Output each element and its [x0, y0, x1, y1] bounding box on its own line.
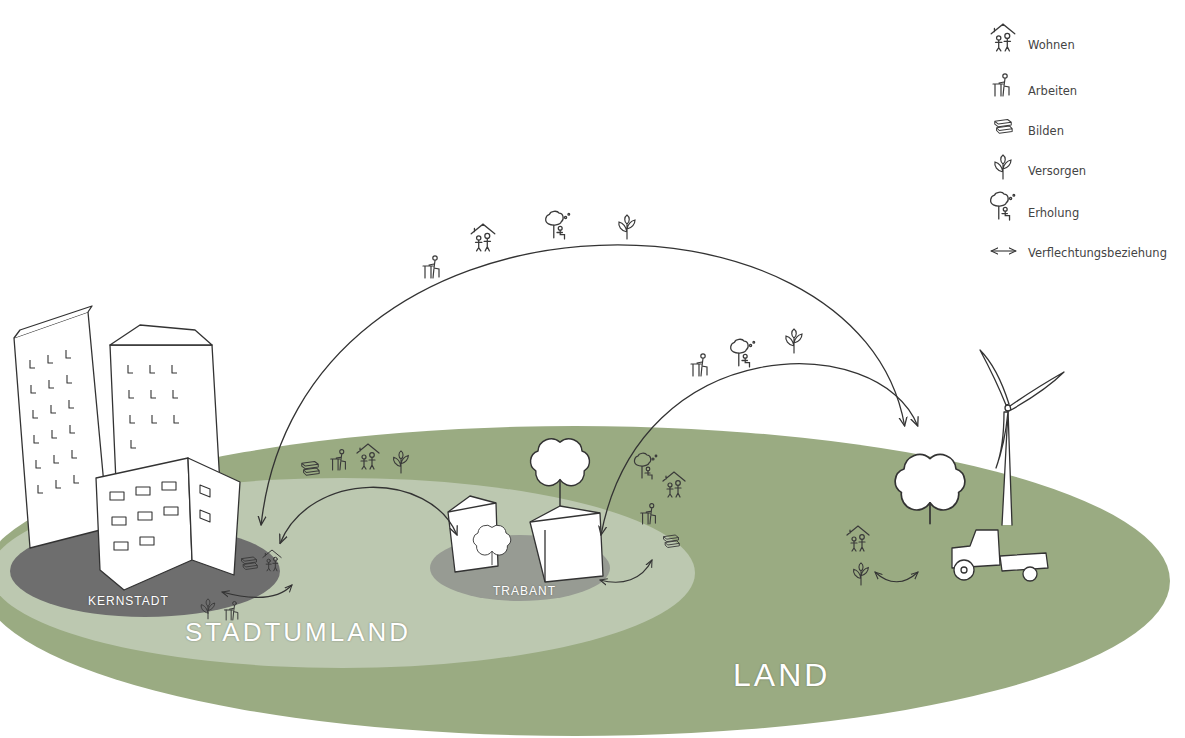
legend-entry: Erholung [1028, 204, 1079, 221]
region-label: KERNSTADT [88, 594, 169, 608]
kernstadt-area: KERNSTADT [10, 525, 280, 617]
legend-label: Verflechtungsbeziehung [1028, 247, 1167, 261]
legend-icons [991, 24, 1016, 251]
legend-entry: Verflechtungsbeziehung [1028, 244, 1167, 261]
region-fill [430, 535, 610, 601]
region-fill [0, 478, 695, 668]
legend-entry: Wohnen [1028, 36, 1075, 53]
region-outline [0, 426, 1170, 736]
legend-label: Wohnen [1028, 39, 1075, 53]
legend-label: Erholung [1028, 207, 1079, 221]
legend-label: Bilden [1028, 125, 1064, 139]
legend-entry: Bilden [1028, 122, 1064, 139]
legend-label: Versorgen [1028, 165, 1086, 179]
region-label: STADTUMLAND [185, 617, 411, 648]
region-label: LAND [733, 656, 830, 694]
region-fill [0, 426, 1170, 736]
stadtumland-region: STADTUMLAND KERNSTADT TRABANT [0, 478, 695, 668]
region-label: TRABANT [493, 584, 556, 598]
region-fill [10, 525, 280, 617]
legend-label: Arbeiten [1028, 85, 1077, 99]
land-region: LAND STADTUMLAND KERNSTADT TRABANT [0, 426, 1170, 736]
legend-entry: Versorgen [1028, 162, 1086, 179]
legend-entry: Arbeiten [1028, 82, 1077, 99]
trabant-area: TRABANT [430, 535, 610, 601]
